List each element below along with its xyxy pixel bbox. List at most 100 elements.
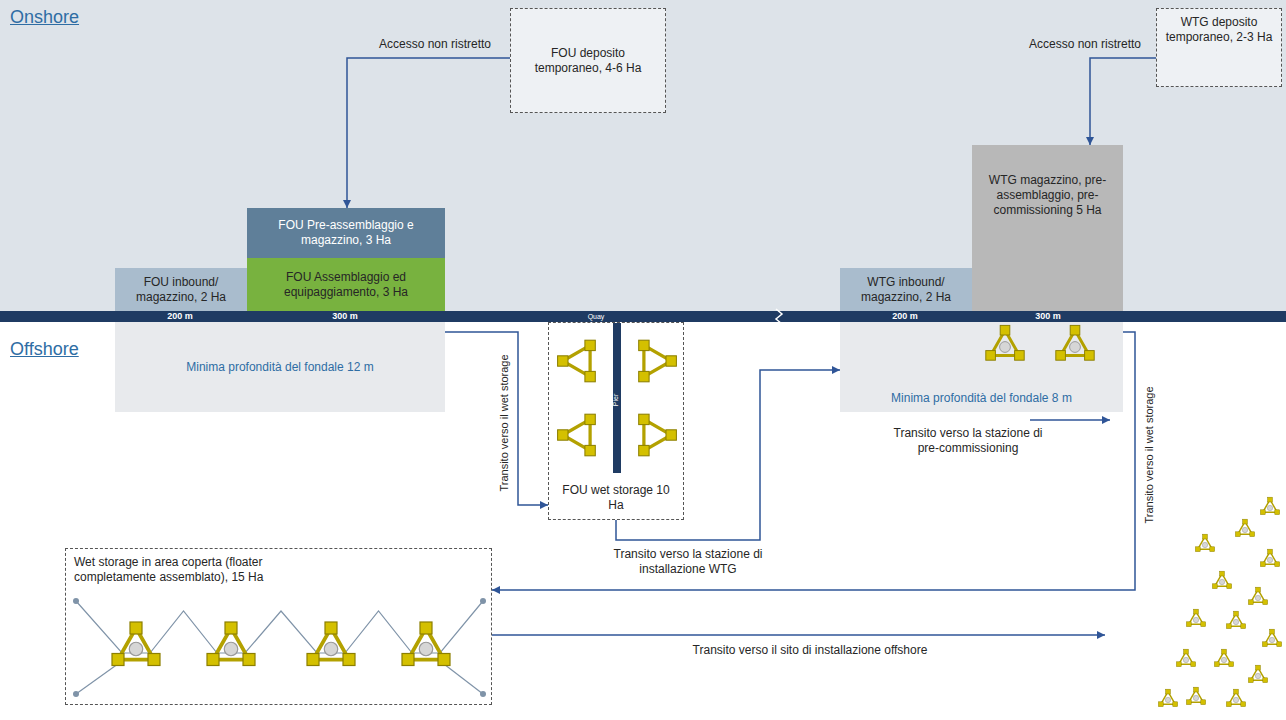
floater-icon xyxy=(1212,571,1231,588)
floater-column xyxy=(1173,702,1178,707)
floater-column xyxy=(325,622,337,634)
turbine-tower xyxy=(1267,505,1272,510)
floater-icon xyxy=(207,622,255,666)
floater-column xyxy=(130,622,142,634)
floater-column xyxy=(1184,649,1189,654)
temporary-storage-box: FOU deposito temporaneo, 4-6 Ha xyxy=(510,8,666,113)
floater-column xyxy=(1015,351,1025,361)
floater-icon xyxy=(1226,689,1245,706)
area-box: WTG inbound/ magazzino, 2 Ha xyxy=(840,268,972,311)
floater-column xyxy=(225,622,237,634)
floater-column xyxy=(1158,702,1163,707)
node-text: FOU Assemblaggio ed equipaggiamento, 3 H… xyxy=(255,270,437,300)
area-box: FOU Assemblaggio ed equipaggiamento, 3 H… xyxy=(247,258,445,311)
floater-column xyxy=(1000,325,1010,335)
node-text: Minima profondità del fondale 8 m xyxy=(848,391,1115,406)
turbine-tower xyxy=(1269,637,1274,642)
floater-column xyxy=(1226,624,1231,629)
floater-column xyxy=(1275,562,1280,567)
turbine-tower xyxy=(1000,342,1011,353)
node-text: Wet storage in area coperta (floater com… xyxy=(74,555,334,585)
floater-column xyxy=(585,445,595,455)
floater-icon xyxy=(639,414,677,456)
floater-column xyxy=(1241,702,1246,707)
transit-connector xyxy=(616,370,840,540)
floater-column xyxy=(1256,587,1261,592)
floater-column xyxy=(585,340,595,350)
wet-storage-box: Wet storage in area coperta (floater com… xyxy=(65,548,492,705)
annotation: Transito verso il sito di installazione … xyxy=(693,643,928,658)
turbine-tower xyxy=(1233,697,1238,702)
floater-icon xyxy=(1186,687,1205,704)
floater-icon xyxy=(1214,649,1233,666)
floater-column xyxy=(666,356,676,366)
annotation: 300 m xyxy=(332,311,358,322)
transit-connector xyxy=(1090,58,1156,145)
floater-column xyxy=(1085,351,1095,361)
edge-label: Transito verso il wet storage xyxy=(1143,386,1157,523)
floater-column xyxy=(1275,510,1280,515)
turbine-tower xyxy=(1193,695,1198,700)
edge-label: Transito verso la stazione di installazi… xyxy=(593,547,783,577)
floater-column xyxy=(1227,584,1232,589)
floater-column xyxy=(1262,642,1267,647)
floater-icon xyxy=(1248,587,1267,604)
floater-column xyxy=(148,654,160,666)
floater-icon xyxy=(1226,611,1245,628)
node-text: WTG inbound/ magazzino, 2 Ha xyxy=(848,275,964,305)
floater-column xyxy=(1191,662,1196,667)
floater-icon xyxy=(1260,549,1279,566)
node-text: WTG magazzino, pre-assemblaggio, pre-com… xyxy=(980,173,1115,218)
onshore-band xyxy=(0,0,1286,311)
floater-column xyxy=(402,654,414,666)
floater-column xyxy=(1263,600,1268,605)
floater-column xyxy=(1243,519,1248,524)
annotation: Transito verso la stazione di pre-commis… xyxy=(883,426,1053,456)
turbine-tower xyxy=(1183,657,1188,662)
node-text: Minima profondità del fondale 12 m xyxy=(123,360,437,375)
floater-column xyxy=(1229,662,1234,667)
node-text: FOU Pre-assemblaggio e magazzino, 3 Ha xyxy=(255,218,437,248)
floater-column xyxy=(1201,622,1206,627)
floater-column xyxy=(1220,571,1225,576)
floater-icon xyxy=(1158,689,1177,706)
floater-column xyxy=(666,430,676,440)
floater-column xyxy=(343,654,355,666)
quay-bar xyxy=(0,311,1286,322)
node-text: FOU wet storage 10 Ha xyxy=(557,483,675,513)
transit-arrow xyxy=(1030,419,1110,421)
annotation: Quay xyxy=(588,311,605,322)
floater-column xyxy=(1166,689,1171,694)
edge-label: Accesso non ristretto xyxy=(1029,37,1141,52)
floater-column xyxy=(558,356,568,366)
floater-column xyxy=(639,414,649,424)
annotation: 200 m xyxy=(892,311,918,322)
node-text: FOU inbound/ magazzino, 2 Ha xyxy=(123,275,239,305)
floater-icon xyxy=(402,622,450,666)
floater-column xyxy=(1263,678,1268,683)
transit-arrow xyxy=(492,634,1105,636)
area-box: FOU inbound/ magazzino, 2 Ha xyxy=(115,268,247,311)
floater-icon xyxy=(1176,649,1195,666)
floater-icon xyxy=(307,622,355,666)
floater-column xyxy=(1194,687,1199,692)
floater-column xyxy=(1186,700,1191,705)
floater-column xyxy=(1176,662,1181,667)
offshore-field xyxy=(1158,497,1281,706)
turbine-tower xyxy=(1255,595,1260,600)
floater-icon xyxy=(1248,665,1267,682)
floater-column xyxy=(1201,700,1206,705)
wet-storage-box: FOU wet storage 10 Ha xyxy=(548,322,684,520)
transit-connector xyxy=(445,332,548,505)
floater-column xyxy=(1268,497,1273,502)
floater-column xyxy=(207,654,219,666)
node-text: FOU deposito temporaneo, 4-6 Ha xyxy=(519,46,657,76)
floater-icon xyxy=(1056,325,1094,360)
turbine-tower xyxy=(1242,527,1247,532)
floater-column xyxy=(1234,689,1239,694)
area-heading: Offshore xyxy=(10,338,79,361)
floater-column xyxy=(307,654,319,666)
floater-column xyxy=(558,430,568,440)
floater-column xyxy=(438,654,450,666)
